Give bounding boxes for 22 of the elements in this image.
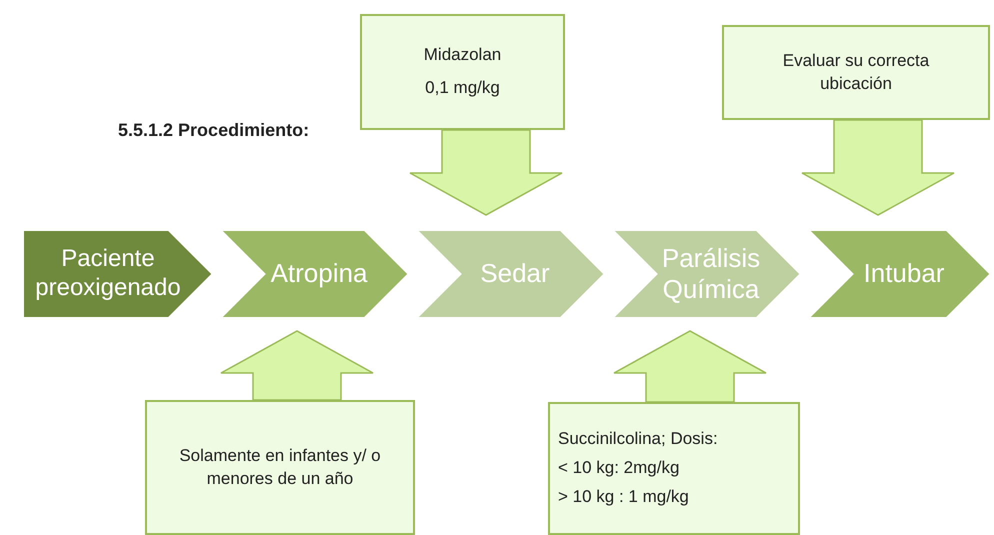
callout-text: 0,1 mg/kg [424, 77, 501, 99]
block-arrow [801, 119, 955, 216]
step-label: Paciente preoxigenado [34, 245, 182, 303]
callout-text: Solamente en infantes y/ o menores de un año [178, 444, 382, 490]
callout-text: < 10 kg: 2mg/kg [558, 457, 680, 480]
section-heading: 5.5.1.2 Procedimiento: [118, 120, 310, 141]
callout-box [145, 400, 415, 535]
callout-box [548, 402, 800, 535]
block-arrow [220, 330, 374, 401]
block-arrow [409, 129, 563, 216]
step-label: Sedar [479, 258, 551, 290]
step-label: Atropina [270, 258, 368, 290]
process-step [22, 229, 214, 319]
callout-text: Succinilcolina; Dosis: [558, 428, 719, 450]
step-label: Intubar [862, 258, 946, 290]
callout-box [722, 25, 990, 120]
step-label: Parálisis Química [660, 242, 762, 306]
block-arrow [613, 330, 767, 403]
callout-box [360, 14, 565, 130]
callout-text: Evaluar su correcta ubicación [782, 50, 930, 94]
callout-text: > 10 kg : 1 mg/kg [558, 486, 690, 508]
callout-text: Midazolan [422, 44, 502, 66]
